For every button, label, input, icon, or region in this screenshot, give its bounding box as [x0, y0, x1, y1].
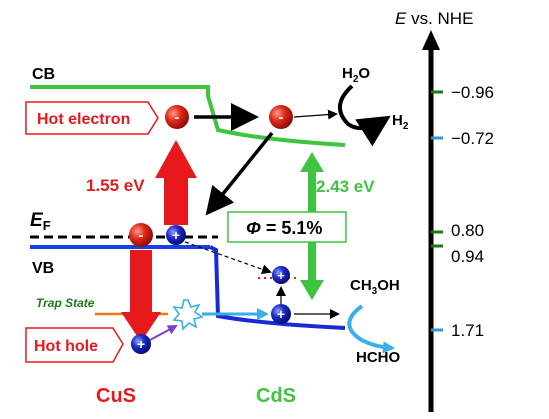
axis-title: E vs. NHE	[395, 9, 473, 28]
svg-text:+: +	[277, 268, 285, 283]
electron-cds-cb: -	[269, 105, 293, 129]
hot-hole-to-trap-arrow	[149, 325, 178, 341]
svg-text:+: +	[172, 227, 180, 243]
electron-cus-cb: -	[165, 105, 189, 129]
trap-state-label: Trap State	[36, 296, 95, 310]
axis-tick-label: 0.80	[451, 221, 484, 240]
h2-label: H2	[392, 112, 409, 132]
cb-label: CB	[32, 66, 55, 83]
svg-text:Hot hole: Hot hole	[34, 338, 98, 355]
electron-fermi: -	[129, 223, 153, 247]
cds-bandgap-label: 2.43 eV	[316, 177, 375, 196]
hot-electron-box: Hot electron	[25, 101, 159, 135]
vb-label: VB	[32, 260, 54, 277]
axis-tick-label: 0.94	[451, 247, 484, 266]
trap-state-star-icon	[172, 299, 204, 331]
conduction-band-line	[30, 85, 346, 147]
axis-tick-label: −0.96	[451, 83, 494, 102]
hot-hole-box: Hot hole	[25, 327, 124, 363]
cus-hole-arrow	[121, 250, 161, 342]
cus-excitation-arrow	[155, 140, 197, 225]
svg-text:-: -	[175, 109, 180, 125]
energy-axis: E vs. NHE −0.96 −0.72 0.80 0.94 1.71	[395, 9, 494, 412]
hcho-label: HCHO	[356, 349, 400, 366]
electron-to-h2-arrow	[293, 109, 338, 120]
hole-diffusion-arrow	[184, 241, 272, 275]
fermi-label: EF	[30, 210, 51, 233]
svg-text:-: -	[279, 109, 284, 125]
axis-tick-label: 1.71	[451, 321, 484, 340]
svg-text:Hot electron: Hot electron	[37, 111, 130, 128]
h2o-reduction-arrow	[338, 84, 391, 147]
cds-label: CdS	[256, 385, 296, 407]
ch3oh-oxidation-arrow	[347, 304, 395, 354]
hole-hot: +	[131, 334, 151, 354]
svg-text:Φ = 5.1%: Φ = 5.1%	[246, 218, 322, 238]
axis-tick-label: −0.72	[451, 129, 494, 148]
svg-text:+: +	[277, 306, 285, 322]
cus-label: CuS	[96, 385, 136, 407]
svg-text:-: -	[139, 227, 144, 243]
hole-cds-upper: +	[272, 266, 290, 284]
h2o-label: H2O	[342, 65, 370, 85]
cds-valence-band-line	[209, 245, 346, 330]
svg-text:+: +	[137, 336, 145, 352]
electron-back-transfer-arrow	[205, 131, 274, 216]
cus-bandgap-label: 1.55 eV	[86, 176, 145, 195]
hole-fermi: +	[166, 225, 186, 245]
ch3oh-label: CH3OH	[350, 277, 400, 297]
quantum-efficiency-box: Φ = 5.1%	[227, 211, 347, 243]
hole-cds-vb: +	[271, 304, 291, 324]
